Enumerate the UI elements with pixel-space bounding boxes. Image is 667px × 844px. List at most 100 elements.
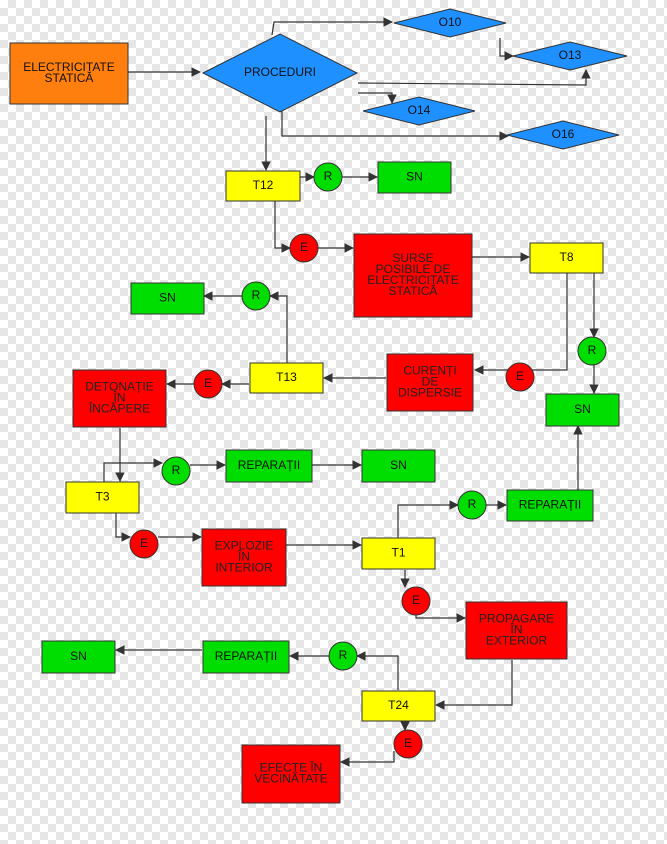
- node-label: SN: [159, 291, 176, 305]
- connector-arrow: [415, 613, 466, 623]
- node-label: E: [412, 593, 420, 607]
- node-label: SURSE: [392, 251, 433, 265]
- node-box: [545, 393, 620, 427]
- node-label: STATICĂ: [45, 70, 94, 85]
- node-r-t1: R: [457, 490, 487, 520]
- node-box: [361, 537, 436, 570]
- node-diamond: [393, 8, 507, 38]
- node-diamond: [506, 120, 620, 150]
- node-rep-t3: REPARAȚII: [225, 449, 313, 483]
- node-label: PROPAGARE: [479, 612, 554, 626]
- node-circle: [457, 490, 487, 520]
- connector-arrow: [340, 751, 395, 767]
- node-label: O13: [559, 48, 582, 62]
- node-sn-t3: SN: [361, 449, 436, 483]
- node-label: ÎN: [113, 390, 126, 405]
- node-box: [506, 489, 594, 522]
- node-label: R: [252, 288, 261, 302]
- node-r-t13: R: [241, 281, 271, 311]
- node-label: ÎN: [237, 549, 250, 564]
- node-box: [241, 744, 341, 804]
- node-diamond: [512, 41, 628, 71]
- connector-arrow: [356, 651, 399, 690]
- node-box: [249, 362, 324, 394]
- node-label: DISPERSIE: [398, 386, 462, 400]
- node-o14: O14: [362, 96, 476, 126]
- node-label: E: [204, 376, 212, 390]
- node-box: [386, 353, 474, 412]
- node-label: EFECTE ÎN: [260, 760, 323, 775]
- connector-arrow: [269, 291, 288, 377]
- node-label: T13: [276, 370, 297, 384]
- connector-arrow: [499, 38, 514, 61]
- node-label: R: [324, 169, 333, 183]
- node-rep-t1: REPARAȚII: [506, 489, 594, 522]
- node-box: [225, 449, 313, 483]
- node-circle: [129, 529, 159, 559]
- node-rep-t24: REPARAȚII: [202, 640, 290, 674]
- connector-arrow: [281, 110, 509, 141]
- node-r-t12: R: [313, 162, 343, 192]
- node-label: ELECTRICITATE: [367, 273, 459, 287]
- node-o13: O13: [512, 41, 628, 71]
- node-label: SN: [406, 170, 423, 184]
- node-label: INTERIOR: [215, 561, 273, 575]
- node-e-t24: E: [393, 729, 423, 759]
- node-sn-t13: SN: [130, 282, 205, 315]
- connector-arrow: [435, 660, 513, 710]
- node-label: E: [404, 736, 412, 750]
- node-sn-t24: SN: [41, 640, 116, 674]
- node-label: T12: [253, 178, 274, 192]
- connector-arrow: [474, 273, 568, 375]
- node-label: O14: [408, 103, 431, 117]
- node-e-t13: E: [193, 369, 223, 399]
- node-sn-t12: SN: [377, 161, 452, 194]
- node-label: SN: [574, 402, 591, 416]
- node-circle: [577, 336, 607, 366]
- node-label: ÎNCĂPERE: [88, 401, 150, 416]
- node-label: R: [172, 463, 181, 477]
- connector-arrow: [358, 92, 397, 104]
- node-label: CURENȚI: [403, 364, 456, 378]
- node-label: T24: [388, 698, 409, 712]
- node-t13: T13: [249, 362, 324, 394]
- node-label: E: [300, 240, 308, 254]
- node-t3: T3: [65, 481, 140, 514]
- connector-arrow: [271, 17, 393, 36]
- node-e-t8: E: [505, 362, 535, 392]
- node-circle: [161, 456, 191, 486]
- node-label: T8: [559, 250, 573, 264]
- node-box: [225, 170, 301, 202]
- node-label: DE: [422, 375, 439, 389]
- connector-arrow: [274, 201, 291, 253]
- node-box: [201, 528, 287, 587]
- node-box: [41, 640, 116, 674]
- node-label: REPARAȚII: [215, 649, 277, 663]
- node-label: O16: [552, 127, 575, 141]
- node-label: SN: [70, 649, 87, 663]
- node-label: T3: [95, 490, 109, 504]
- node-o16: O16: [506, 120, 620, 150]
- node-r-t24: R: [328, 641, 358, 671]
- node-t8: T8: [529, 242, 604, 274]
- node-circle: [505, 362, 535, 392]
- node-label: E: [140, 536, 148, 550]
- node-t1: T1: [361, 537, 436, 570]
- node-label: R: [588, 343, 597, 357]
- node-circle: [393, 729, 423, 759]
- node-label: EXTERIOR: [486, 634, 548, 648]
- node-o10: O10: [393, 8, 507, 38]
- node-box: [353, 233, 473, 318]
- node-label: SN: [390, 458, 407, 472]
- node-circle: [241, 281, 271, 311]
- node-box: [202, 640, 290, 674]
- node-box: [465, 601, 568, 660]
- node-t24: T24: [361, 690, 436, 722]
- node-label: O10: [439, 15, 462, 29]
